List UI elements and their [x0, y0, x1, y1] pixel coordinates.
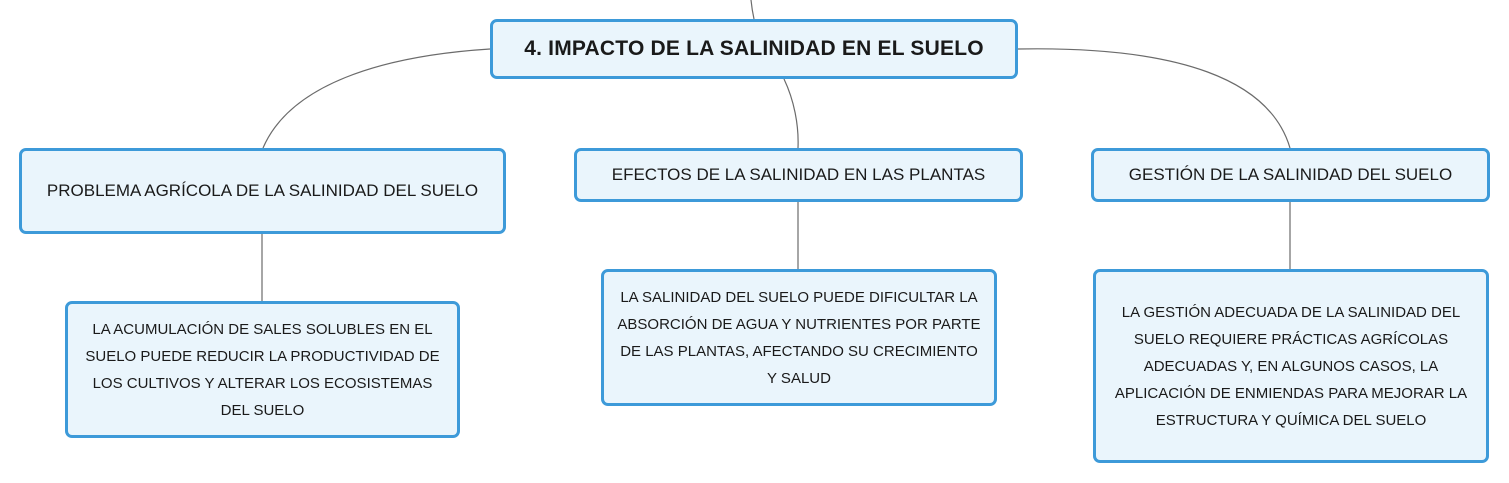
topic-node-effects[interactable]: EFECTOS DE LA SALINIDAD EN LAS PLANTAS — [574, 148, 1023, 202]
detail-text-effects: LA SALINIDAD DEL SUELO PUEDE DIFICULTAR … — [617, 288, 981, 387]
detail-node-problem[interactable]: LA ACUMULACIÓN DE SALES SOLUBLES EN EL S… — [65, 301, 460, 438]
detail-node-management[interactable]: LA GESTIÓN ADECUADA DE LA SALINIDAD DEL … — [1093, 269, 1489, 463]
topic-label-effects: EFECTOS DE LA SALINIDAD EN LAS PLANTAS — [611, 165, 986, 184]
topic-node-problem[interactable]: PROBLEMA AGRÍCOLA DE LA SALINIDAD DEL SU… — [19, 148, 506, 234]
topic-label-management: GESTIÓN DE LA SALINIDAD DEL SUELO — [1128, 165, 1453, 184]
topic-label-problem: PROBLEMA AGRÍCOLA DE LA SALINIDAD DEL SU… — [46, 181, 479, 200]
root-title: 4. IMPACTO DE LA SALINIDAD EN EL SUELO — [524, 37, 984, 60]
connector-root-to-effects — [783, 78, 799, 149]
detail-text-management: LA GESTIÓN ADECUADA DE LA SALINIDAD DEL … — [1114, 303, 1468, 429]
root-node[interactable]: 4. IMPACTO DE LA SALINIDAD EN EL SUELO — [490, 19, 1018, 79]
detail-node-effects[interactable]: LA SALINIDAD DEL SUELO PUEDE DIFICULTAR … — [601, 269, 997, 406]
connector-root-to-management — [1017, 48, 1291, 149]
topic-node-management[interactable]: GESTIÓN DE LA SALINIDAD DEL SUELO — [1091, 148, 1490, 202]
detail-text-problem: LA ACUMULACIÓN DE SALES SOLUBLES EN EL S… — [85, 320, 440, 419]
connector-root-to-problem — [262, 48, 491, 149]
connector-parent-to-root — [750, 0, 755, 20]
